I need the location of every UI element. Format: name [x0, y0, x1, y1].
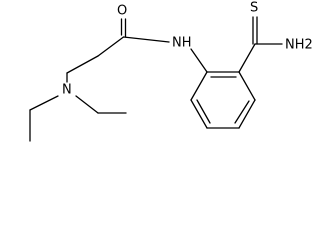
- bond-nh-to-ring: [190, 48, 208, 73]
- bond-ring-to-thioamide-carbon: [238, 43, 256, 73]
- thioamide-nh2-label: NH2: [285, 38, 313, 53]
- amine-nitrogen-label: N: [62, 83, 72, 98]
- bond-alpha-to-beta-carbon: [66, 55, 99, 74]
- ring-inner-double-bond-right: [234, 100, 250, 124]
- amide-nh-label: NH: [172, 36, 192, 51]
- bond-carbonyl-to-alpha-carbon: [97, 36, 125, 57]
- ring-inner-double-bond-left: [196, 99, 211, 124]
- ring-bond-5: [190, 99, 208, 129]
- bond-amine-n-to-left-ethyl: [29, 95, 59, 111]
- thione-sulfur-label: S: [250, 1, 258, 16]
- bond-carbonyl-to-nh: [122, 36, 170, 43]
- thioamide-group: [238, 16, 283, 73]
- ring-bond-2: [238, 71, 256, 101]
- bond-amine-n-to-right-ethyl: [75, 95, 99, 114]
- chemical-structure-diagram: O NH S NH2 N: [29, 1, 313, 142]
- benzene-ring: [190, 71, 256, 129]
- ring-bond-6: [190, 71, 208, 101]
- carbonyl-oxygen-label: O: [117, 4, 127, 19]
- amide-chain: [66, 18, 170, 83]
- diethylamino-group: [29, 95, 127, 142]
- ring-bond-3: [238, 99, 256, 129]
